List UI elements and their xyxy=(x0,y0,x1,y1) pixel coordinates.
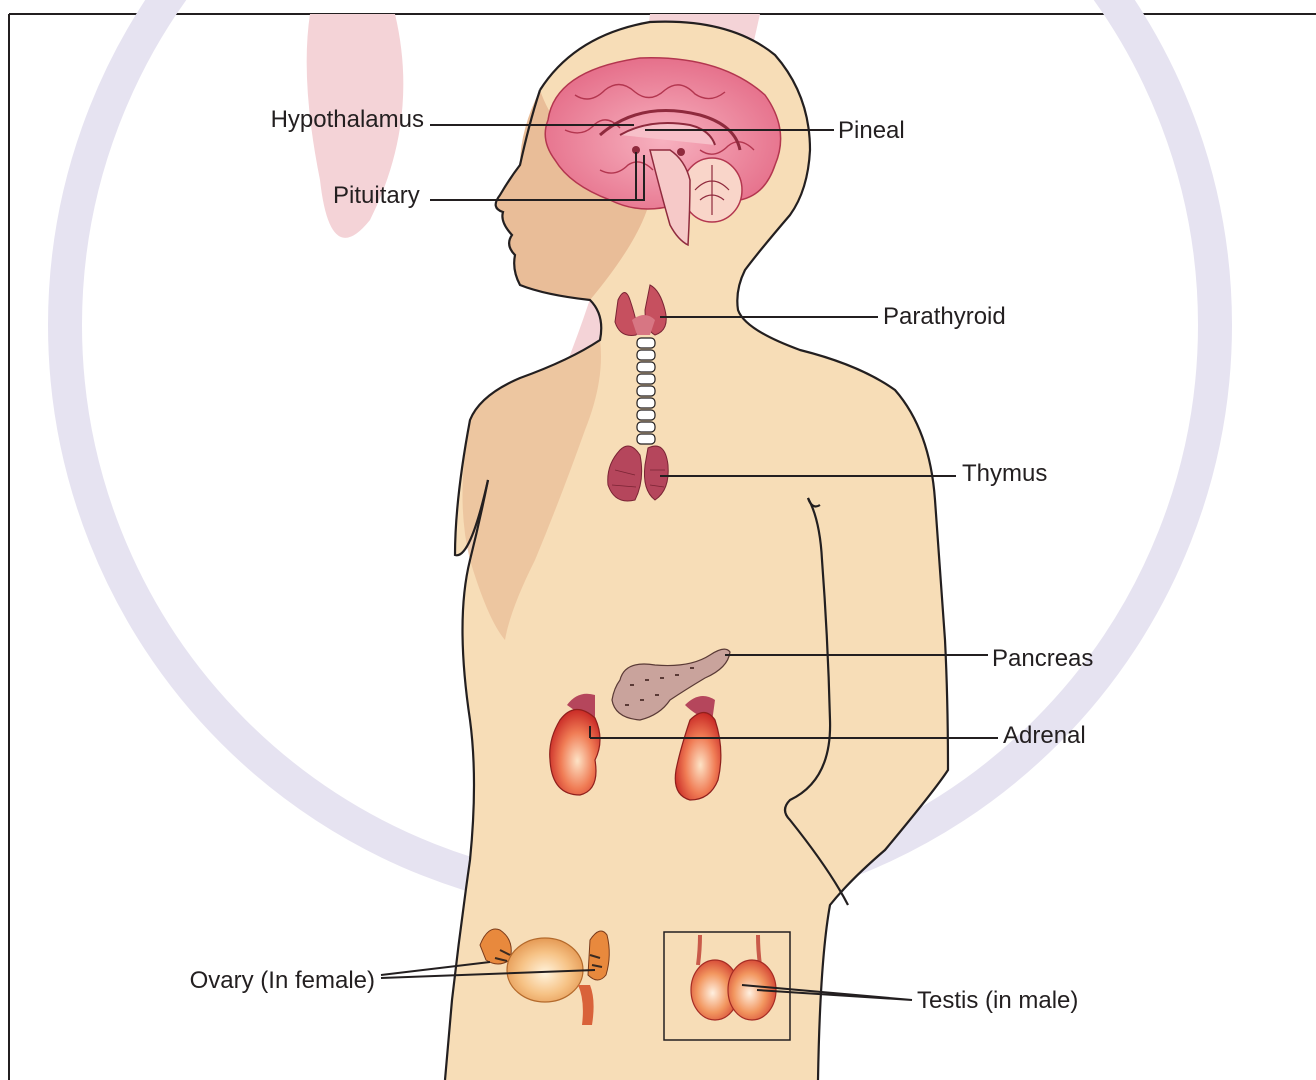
label-adrenal: Adrenal xyxy=(1003,722,1086,749)
trachea xyxy=(637,338,655,444)
label-pineal: Pineal xyxy=(838,117,905,144)
label-testis: Testis (in male) xyxy=(917,987,1078,1014)
label-thymus: Thymus xyxy=(962,460,1047,487)
label-hypothalamus: Hypothalamus xyxy=(271,106,424,133)
label-ovary: Ovary (In female) xyxy=(190,967,375,994)
label-pituitary: Pituitary xyxy=(333,182,420,209)
label-pancreas: Pancreas xyxy=(992,645,1093,672)
label-parathyroid: Parathyroid xyxy=(883,303,1006,330)
